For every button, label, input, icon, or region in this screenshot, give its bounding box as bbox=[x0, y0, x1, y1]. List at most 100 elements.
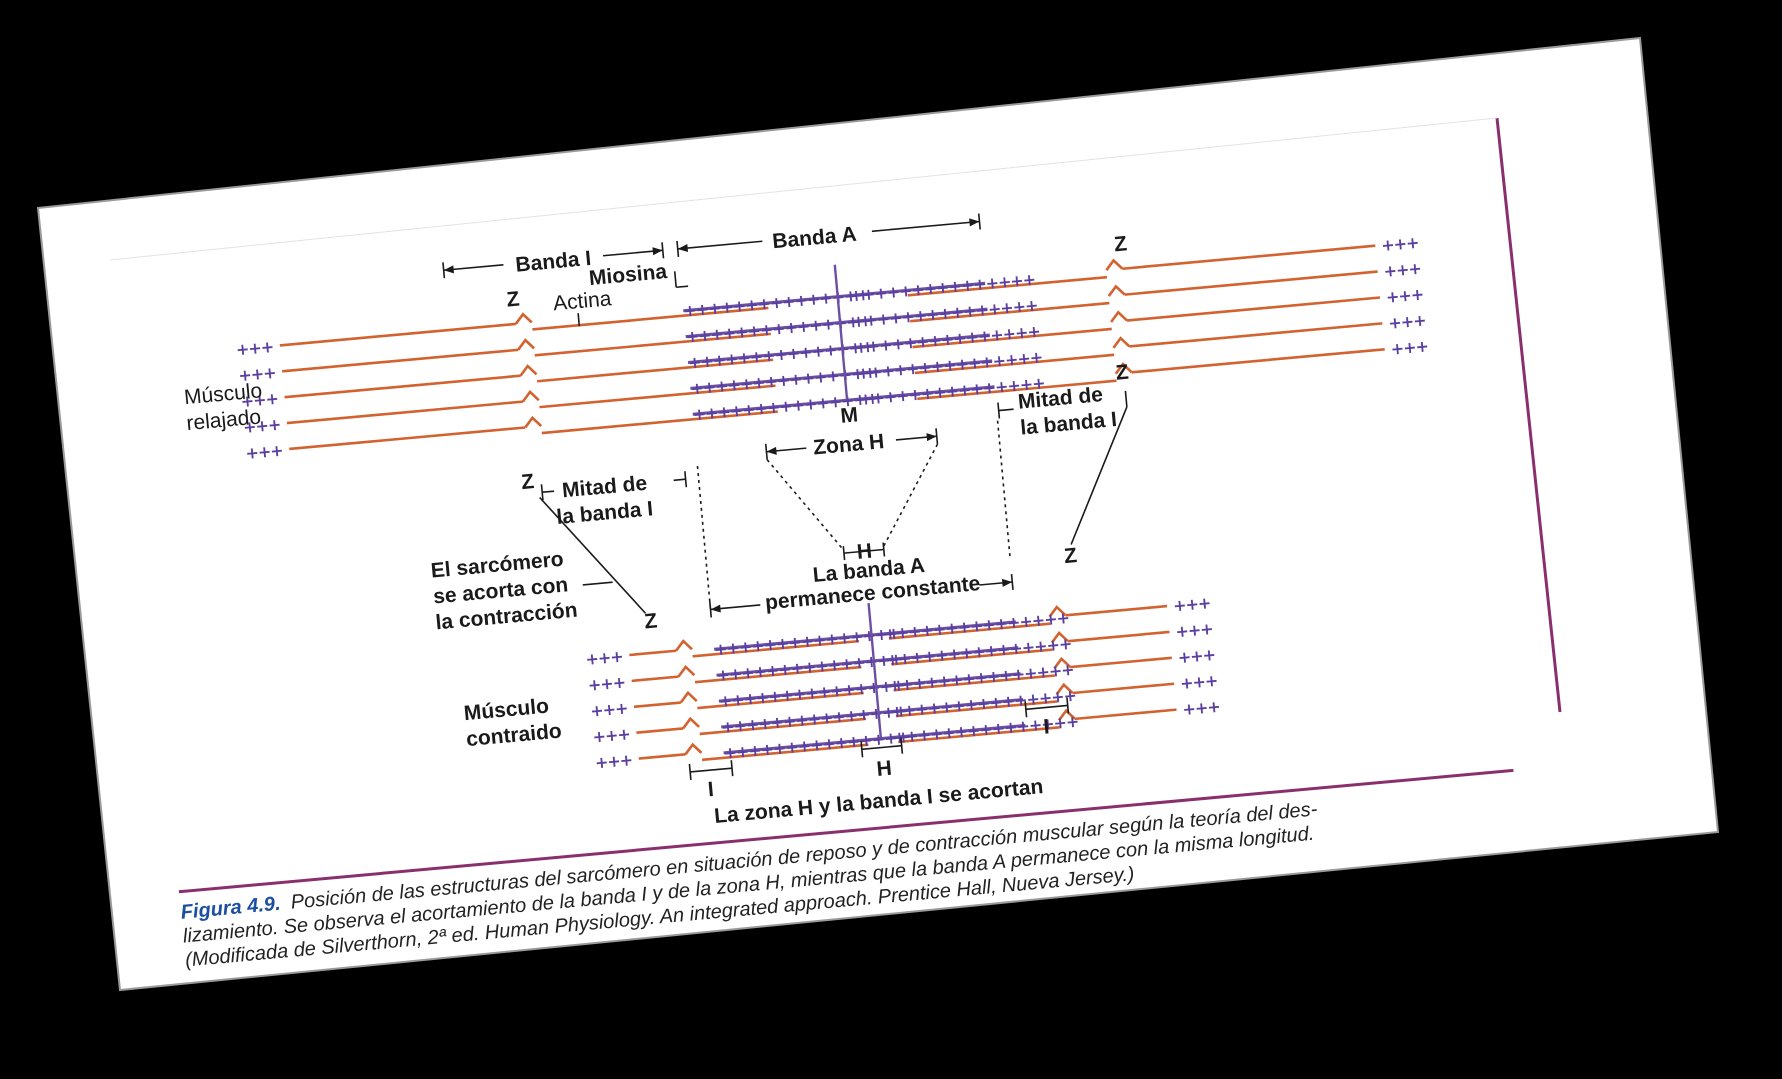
z-disc-segment bbox=[1110, 310, 1128, 323]
z-label-below-left: Z bbox=[520, 470, 535, 494]
actin-filament bbox=[1070, 656, 1172, 669]
actin-filament bbox=[1129, 322, 1383, 348]
half-i-right-bracket bbox=[997, 390, 1128, 419]
actin-filament bbox=[914, 353, 1115, 375]
a-band-proj-right bbox=[996, 420, 1011, 559]
actin-filament bbox=[891, 648, 1053, 666]
actin-filament bbox=[910, 301, 1110, 323]
actin-filament bbox=[907, 275, 1108, 297]
actin-filament bbox=[699, 717, 867, 736]
paper-sheet bbox=[36, 36, 1720, 992]
z-label-relaxed-left: Z bbox=[506, 288, 521, 312]
z-disc-segment bbox=[521, 389, 540, 403]
z-disc-segment bbox=[524, 415, 543, 429]
z-disc-segment bbox=[514, 312, 533, 325]
z-disc-segment bbox=[679, 690, 698, 704]
actin-filament bbox=[1126, 296, 1381, 322]
actin-filament bbox=[888, 622, 1051, 640]
actin-tip-marks: +++ bbox=[1380, 233, 1419, 255]
actin-filament bbox=[898, 726, 1060, 744]
z-label-relaxed-right-bottom: Z bbox=[1115, 361, 1130, 385]
actin-tip-marks: +++ bbox=[1385, 285, 1424, 307]
actin-pointer bbox=[577, 313, 581, 327]
z-disc-segment bbox=[684, 742, 703, 756]
a-constant-bracket bbox=[708, 573, 1014, 618]
z-disc-segment bbox=[1112, 336, 1131, 349]
actin-tip-marks: +++ bbox=[1177, 645, 1216, 667]
z-label-contracted-right: Z bbox=[1063, 544, 1078, 568]
actin-tip-marks: +++ bbox=[1175, 619, 1214, 641]
actin-filament bbox=[1065, 604, 1168, 617]
z-disc-segment bbox=[1107, 284, 1126, 297]
myosin-filament bbox=[716, 646, 1019, 677]
actin-filament bbox=[694, 665, 862, 684]
z-label-relaxed-right-top: Z bbox=[1113, 232, 1128, 256]
sarcomere-shortens-pointer bbox=[582, 581, 613, 586]
actin-tip-marks: +++ bbox=[587, 673, 626, 695]
h-label: H bbox=[876, 757, 893, 781]
myosin-filament bbox=[687, 333, 990, 364]
m-line-label: M bbox=[840, 403, 860, 427]
z-disc-segment bbox=[677, 665, 696, 678]
actin-filament bbox=[1131, 347, 1385, 374]
z-disc-segment bbox=[1055, 682, 1074, 696]
actin-tip-marks: +++ bbox=[592, 724, 631, 746]
z-disc-segment bbox=[517, 338, 536, 351]
actin-label: Actina bbox=[552, 287, 613, 315]
actin-tip-marks: +++ bbox=[1388, 311, 1427, 333]
z-disc-segment bbox=[1053, 656, 1072, 670]
actin-tip-marks: +++ bbox=[1383, 259, 1422, 281]
a-band-proj-left bbox=[696, 465, 712, 608]
actin-filament bbox=[692, 639, 860, 658]
actin-filament bbox=[1067, 630, 1170, 643]
actin-filament bbox=[286, 400, 524, 425]
actin-filament bbox=[534, 332, 771, 357]
actin-filament bbox=[917, 379, 1117, 401]
actin-tip-marks: +++ bbox=[1179, 671, 1218, 693]
contracted-m-line bbox=[867, 602, 883, 738]
band-i-bracket bbox=[442, 242, 665, 279]
h-zone-proj-left bbox=[766, 459, 845, 551]
myosin-filament bbox=[692, 385, 995, 416]
shortening-line-right bbox=[1070, 406, 1128, 545]
h-bracket bbox=[860, 737, 904, 758]
myosin-filament bbox=[683, 281, 986, 313]
myosin-pointer bbox=[673, 271, 677, 288]
half-i-left-bracket bbox=[540, 471, 688, 501]
h-zone-bracket bbox=[764, 428, 939, 460]
myosin-filament bbox=[721, 698, 1024, 729]
myosin-filament bbox=[718, 672, 1021, 703]
contracted-actin-right: +++++++++++++++ bbox=[888, 593, 1220, 744]
actin-tip-marks: +++ bbox=[589, 698, 628, 720]
actin-tip-marks: +++ bbox=[235, 337, 274, 359]
z-disc-segment bbox=[1048, 605, 1067, 618]
myosin-filament bbox=[690, 359, 993, 390]
actin-filament bbox=[1074, 708, 1177, 721]
actin-tip-marks: +++ bbox=[585, 647, 624, 669]
frame-line-top bbox=[109, 117, 1498, 261]
actin-filament bbox=[536, 358, 774, 383]
actin-filament bbox=[895, 700, 1058, 718]
actin-tip-marks: +++ bbox=[1172, 593, 1211, 615]
relaxed-actin-left: +++++++++++++++ bbox=[235, 306, 778, 463]
actin-tip-marks: +++ bbox=[594, 750, 633, 772]
actin-filament bbox=[701, 743, 869, 762]
actin-filament bbox=[1122, 244, 1376, 271]
i-left-bracket bbox=[688, 760, 734, 781]
actin-filament bbox=[638, 753, 686, 760]
z-disc-segment bbox=[519, 364, 538, 377]
i-right-label: I bbox=[1043, 715, 1051, 738]
myosin-filament bbox=[723, 723, 1026, 755]
actin-tip-marks: +++ bbox=[238, 363, 277, 385]
myosin-filament bbox=[685, 307, 988, 339]
z-disc-segment bbox=[1105, 258, 1124, 271]
z-disc-segment bbox=[1050, 631, 1069, 644]
band-a-bracket bbox=[676, 213, 981, 257]
actin-filament bbox=[541, 410, 778, 435]
relaxed-m-line bbox=[833, 264, 849, 400]
actin-filament bbox=[282, 348, 519, 373]
actin-filament bbox=[284, 374, 521, 399]
actin-filament bbox=[636, 727, 684, 734]
actin-filament bbox=[1072, 682, 1175, 695]
actin-tip-marks: +++ bbox=[1390, 336, 1429, 358]
